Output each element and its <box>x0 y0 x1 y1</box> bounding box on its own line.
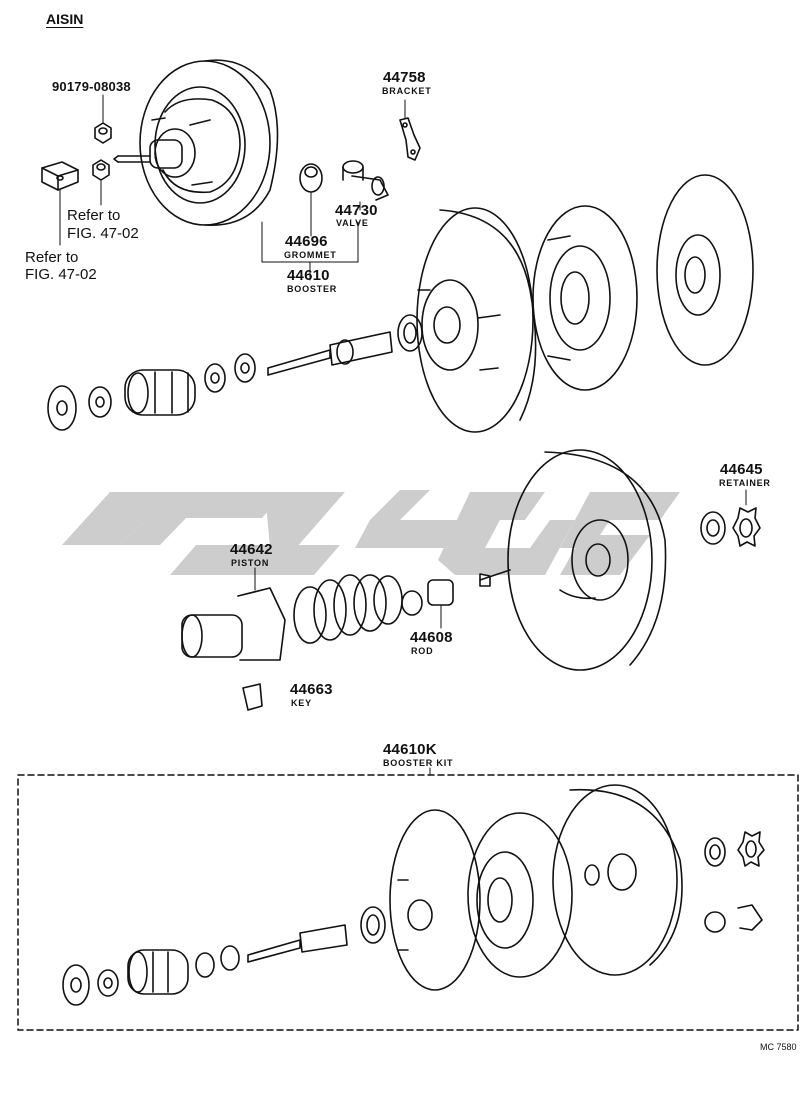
rear-shell-top <box>656 174 754 366</box>
grommet-name: GROMMET <box>284 250 337 260</box>
valve-stack-top <box>47 331 393 431</box>
kit-retainer-parts <box>704 831 765 933</box>
key-part-number: 44663 <box>290 681 333 698</box>
kit-name: BOOSTER KIT <box>383 758 454 768</box>
figure-reference-2: FIG. 47-02 <box>25 266 97 283</box>
watermark-logo <box>62 490 680 575</box>
refer-to-label-1: Refer to <box>67 207 121 224</box>
diaphragm-top <box>532 205 638 391</box>
piston-name: PISTON <box>231 558 270 568</box>
key-name: KEY <box>291 698 312 708</box>
figure-reference-1: FIG. 47-02 <box>67 225 139 242</box>
grommet-part-number: 44696 <box>285 233 328 250</box>
bolt-nut-top <box>94 122 112 144</box>
booster-name: BOOSTER <box>287 284 338 294</box>
retainer-name: RETAINER <box>719 478 771 488</box>
booster-part-number: 44610 <box>287 267 330 284</box>
piston <box>181 587 286 661</box>
valve-part-number: 44730 <box>335 202 378 219</box>
brand-label: AISIN <box>46 11 84 27</box>
kit-part-number: 44610K <box>383 741 437 758</box>
return-spring <box>293 574 403 644</box>
footer-code: MC 7580 <box>760 1042 797 1052</box>
bracket-name: BRACKET <box>382 86 432 96</box>
front-shell-top <box>416 207 537 433</box>
kit-diaphragm <box>467 812 573 978</box>
seal-top <box>397 314 423 352</box>
kit-seal <box>360 906 386 944</box>
rear-shell-middle <box>507 449 667 671</box>
bolt-part-number: 90179-08038 <box>52 79 131 94</box>
refer-to-label-2: Refer to <box>25 249 79 266</box>
reaction-disc <box>401 579 454 616</box>
valve-name: VALVE <box>336 218 369 228</box>
nut-lower <box>92 159 110 181</box>
retainer <box>732 507 761 547</box>
key <box>242 683 263 711</box>
kit-box <box>17 774 799 1031</box>
check-valve <box>342 160 389 201</box>
kit-rear-shell <box>552 784 683 976</box>
retainer-seal <box>700 511 726 545</box>
clevis-block <box>41 161 79 191</box>
booster-assembly-top <box>113 59 279 226</box>
rod-part-number: 44608 <box>410 629 453 646</box>
kit-valve-stack <box>62 924 348 1006</box>
rod-name: ROD <box>411 646 434 656</box>
piston-part-number: 44642 <box>230 541 273 558</box>
bracket <box>399 117 421 161</box>
kit-front-shell <box>389 809 481 991</box>
grommet <box>299 163 323 193</box>
retainer-part-number: 44645 <box>720 461 763 478</box>
bracket-part-number: 44758 <box>383 69 426 86</box>
